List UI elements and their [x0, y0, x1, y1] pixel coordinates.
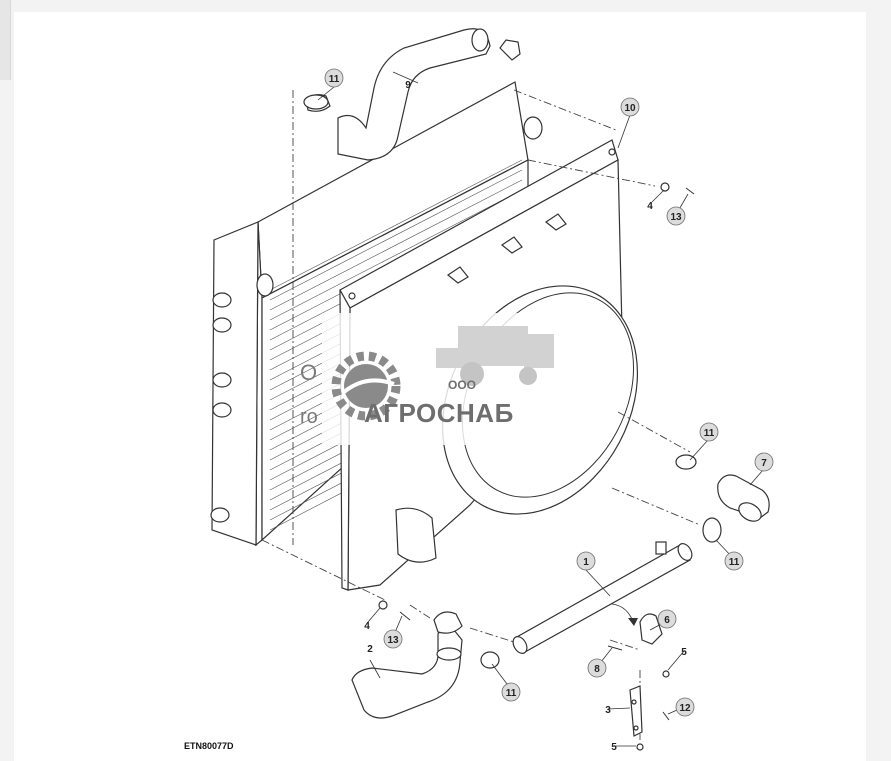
callout-12: 12 [675, 697, 695, 717]
coolant-tube [512, 541, 693, 654]
callout-11-bottom: 11 [501, 682, 521, 702]
svg-text:13: 13 [670, 212, 682, 223]
watermark-clipped-text-1: О [300, 360, 318, 385]
callout-11-right-lower: 11 [724, 551, 744, 571]
callout-10: 10 [620, 97, 640, 117]
watermark-company-prefix: ООО [448, 378, 477, 392]
callout-9: 9 [405, 80, 411, 91]
short-hose [717, 474, 770, 522]
svg-text:13: 13 [387, 635, 399, 646]
callout-4-bottom: 4 [364, 621, 370, 632]
callout-13-bottom: 13 [383, 629, 403, 649]
callout-4-top: 4 [647, 201, 653, 212]
callout-13-top: 13 [666, 206, 686, 226]
flow-arrowhead [628, 618, 638, 626]
brackets-hardware [378, 182, 695, 751]
alignment-lines [261, 89, 701, 740]
svg-text:6: 6 [664, 615, 670, 626]
gear-logo-icon [331, 351, 401, 421]
callout-5-lower: 5 [611, 742, 617, 753]
callout-5-upper: 5 [681, 647, 687, 658]
svg-text:11: 11 [704, 428, 715, 439]
watermark-clipped-text-2: ro [300, 406, 318, 428]
svg-text:10: 10 [624, 103, 636, 114]
svg-text:7: 7 [761, 458, 767, 469]
svg-text:8: 8 [594, 664, 600, 675]
callout-11-right-upper: 11 [699, 422, 719, 442]
svg-text:12: 12 [679, 703, 691, 714]
callout-8: 8 [587, 658, 607, 678]
svg-text:11: 11 [329, 74, 340, 85]
svg-text:11: 11 [729, 557, 740, 568]
svg-text:11: 11 [506, 688, 517, 699]
lower-hose [351, 611, 463, 719]
left-scroll-strip [0, 0, 11, 80]
svg-text:1: 1 [583, 557, 589, 568]
callout-6: 6 [657, 609, 677, 629]
callout-7: 7 [754, 452, 774, 472]
callout-3: 3 [605, 705, 611, 716]
callout-11-top: 11 [324, 68, 344, 88]
callout-2: 2 [367, 644, 373, 655]
watermark-brand: АГРОСНАБ [364, 398, 514, 428]
callout-1: 1 [576, 551, 596, 571]
harvester-logo-icon [436, 326, 554, 386]
figure-code: ETN80077D [184, 741, 234, 751]
